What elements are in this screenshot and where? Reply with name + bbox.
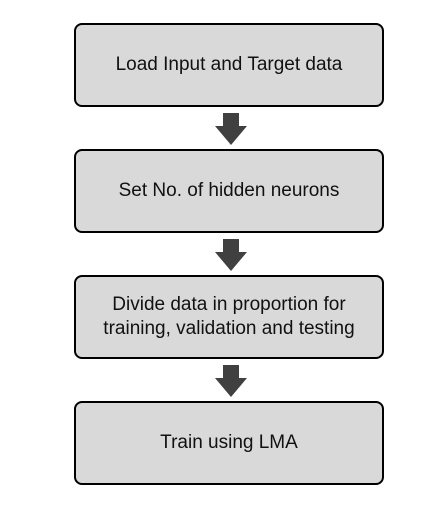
step-train-lma-label: Train using LMA — [160, 432, 298, 453]
step-load-data-label: Load Input and Target data — [115, 54, 343, 75]
step-set-neurons: Set No. of hidden neurons — [74, 149, 384, 233]
step-divide-data: Divide data in proportion for training, … — [74, 275, 384, 359]
down-arrow-icon — [215, 365, 247, 397]
step-divide-data-label: Divide data in proportion for training, … — [103, 294, 355, 339]
down-arrow-icon — [215, 113, 247, 145]
down-arrow-icon — [215, 239, 247, 271]
step-train-lma: Train using LMA — [74, 401, 384, 485]
step-load-data: Load Input and Target data — [74, 23, 384, 107]
step-set-neurons-label: Set No. of hidden neurons — [118, 180, 340, 201]
